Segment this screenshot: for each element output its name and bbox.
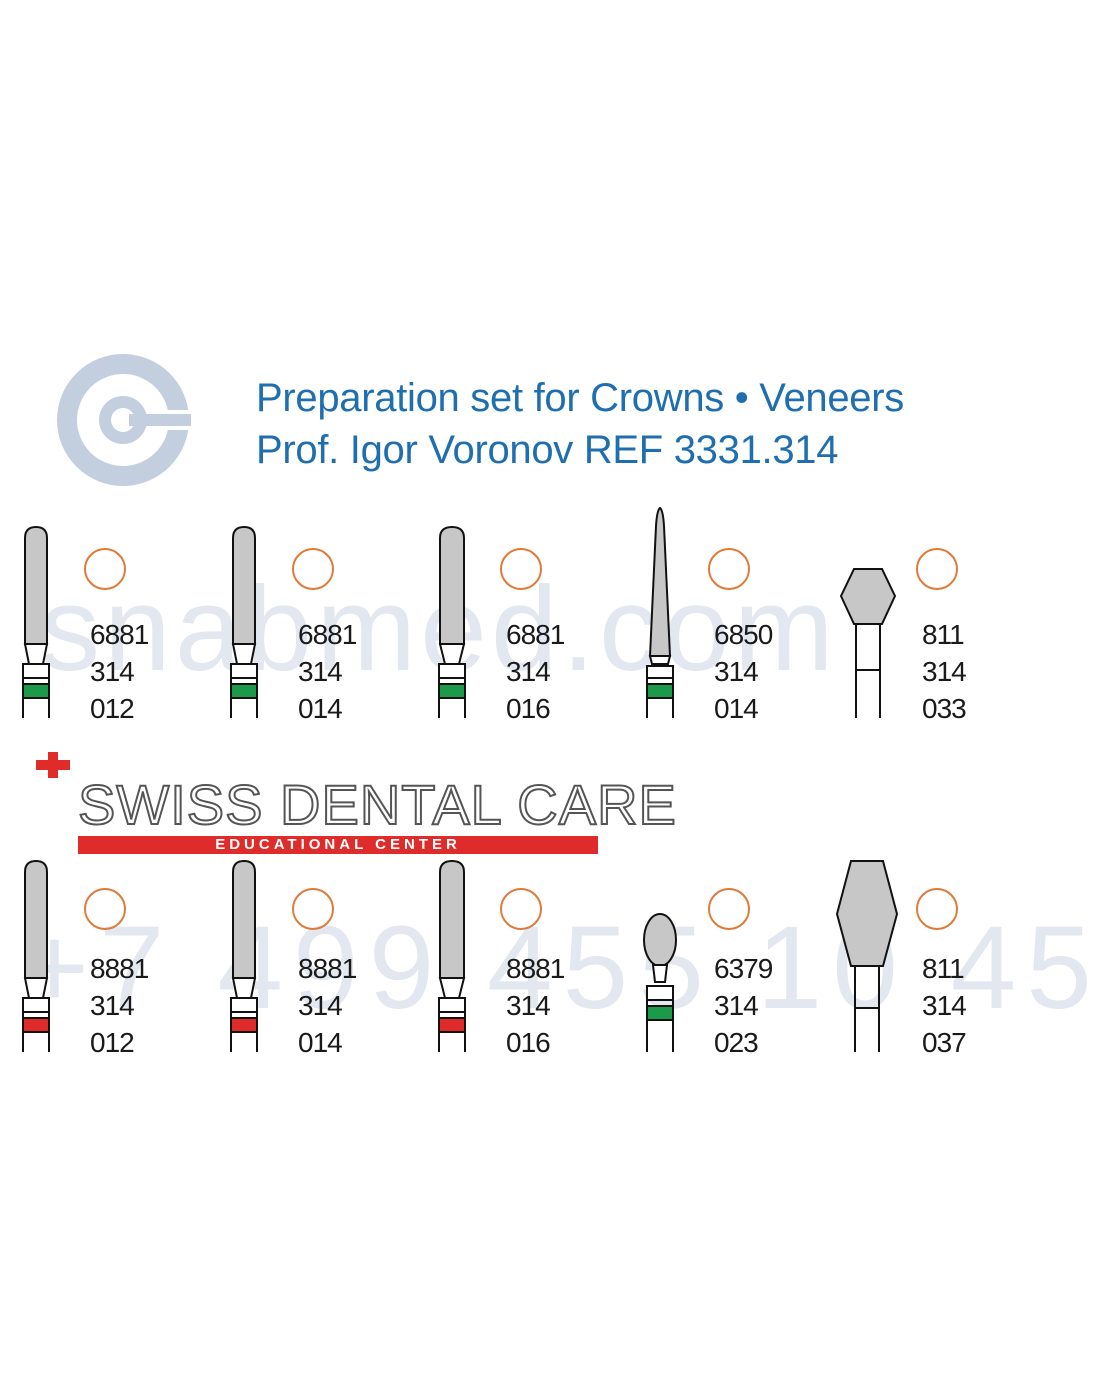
bur-icon-hexagon — [839, 568, 897, 718]
diameter-ring — [708, 888, 750, 930]
bur-icon-cylinder-red — [438, 859, 466, 1052]
diameter-ring — [292, 548, 334, 590]
swiss-cross-icon — [36, 752, 70, 778]
bur-icon-hexagon-large — [835, 860, 899, 1052]
bur-icon-cylinder-red — [22, 859, 50, 1052]
bur-icon-egg-green — [643, 913, 677, 1052]
watermark-phone: +7 499 455 10 45 — [20, 902, 1102, 1034]
brand-subtitle: EDUCATIONAL CENTER — [78, 836, 598, 854]
company-logo — [57, 354, 193, 486]
bur-icon-cylinder-red — [230, 859, 258, 1052]
diameter-ring — [292, 888, 334, 930]
diameter-ring — [500, 548, 542, 590]
diameter-ring — [500, 888, 542, 930]
diameter-ring — [916, 888, 958, 930]
diameter-ring — [84, 548, 126, 590]
bur-icon-cylinder-green — [22, 525, 50, 718]
diameter-ring — [708, 548, 750, 590]
title-line-1: Preparation set for Crowns • Veneers — [256, 376, 904, 420]
watermark-site: snabmed.com — [40, 562, 838, 696]
diameter-ring — [916, 548, 958, 590]
brand-name: SWISS DENTAL CARE — [77, 772, 677, 837]
diameter-ring — [84, 888, 126, 930]
bur-icon-cylinder-green — [438, 525, 466, 718]
bur-icon-cylinder-green — [230, 525, 258, 718]
title-line-2: Prof. Igor Voronov REF 3331.314 — [256, 428, 839, 472]
bur-icon-needle-green — [646, 506, 674, 718]
